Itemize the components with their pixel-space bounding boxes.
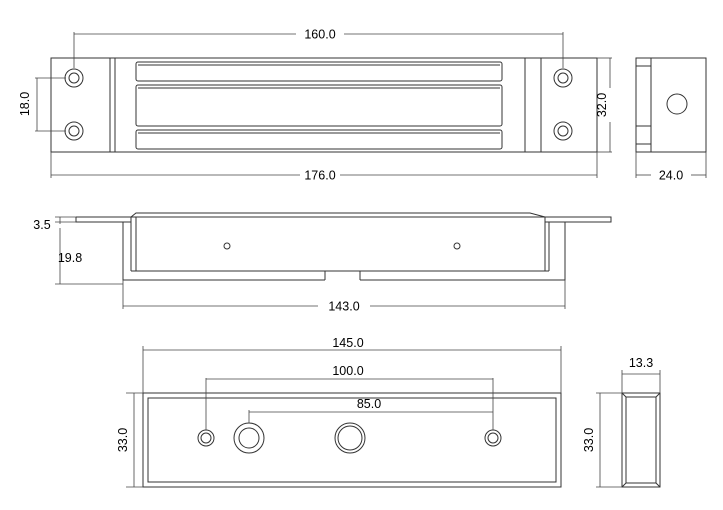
dim-end-height: 33.0 xyxy=(582,428,596,452)
front-view: 3.5 19.8 143.0 xyxy=(33,212,612,314)
dim-bottom-height: 33.0 xyxy=(116,428,130,452)
dim-side-depth: 24.0 xyxy=(659,169,683,183)
dim-top-width: 160.0 xyxy=(304,28,335,42)
dim-top-overall: 176.0 xyxy=(304,169,335,183)
top-view: 160.0 18.0 176.0 32.0 xyxy=(18,28,612,183)
dim-bottom-inner-spacing: 85.0 xyxy=(357,397,381,411)
dim-top-hole-spacing: 18.0 xyxy=(18,92,32,116)
dim-front-ledge: 3.5 xyxy=(33,218,50,232)
end-view: 13.3 33.0 xyxy=(582,356,661,488)
dim-bottom-overall: 145.0 xyxy=(332,336,363,350)
side-view: 24.0 xyxy=(635,57,707,183)
dim-end-width: 13.3 xyxy=(629,356,653,370)
dim-top-height: 32.0 xyxy=(595,93,609,117)
dim-front-height: 19.8 xyxy=(58,251,82,265)
bottom-view: 145.0 100.0 85.0 33.0 xyxy=(116,336,562,488)
dim-bottom-hole-spacing: 100.0 xyxy=(332,364,363,378)
dim-front-body: 143.0 xyxy=(328,300,359,314)
